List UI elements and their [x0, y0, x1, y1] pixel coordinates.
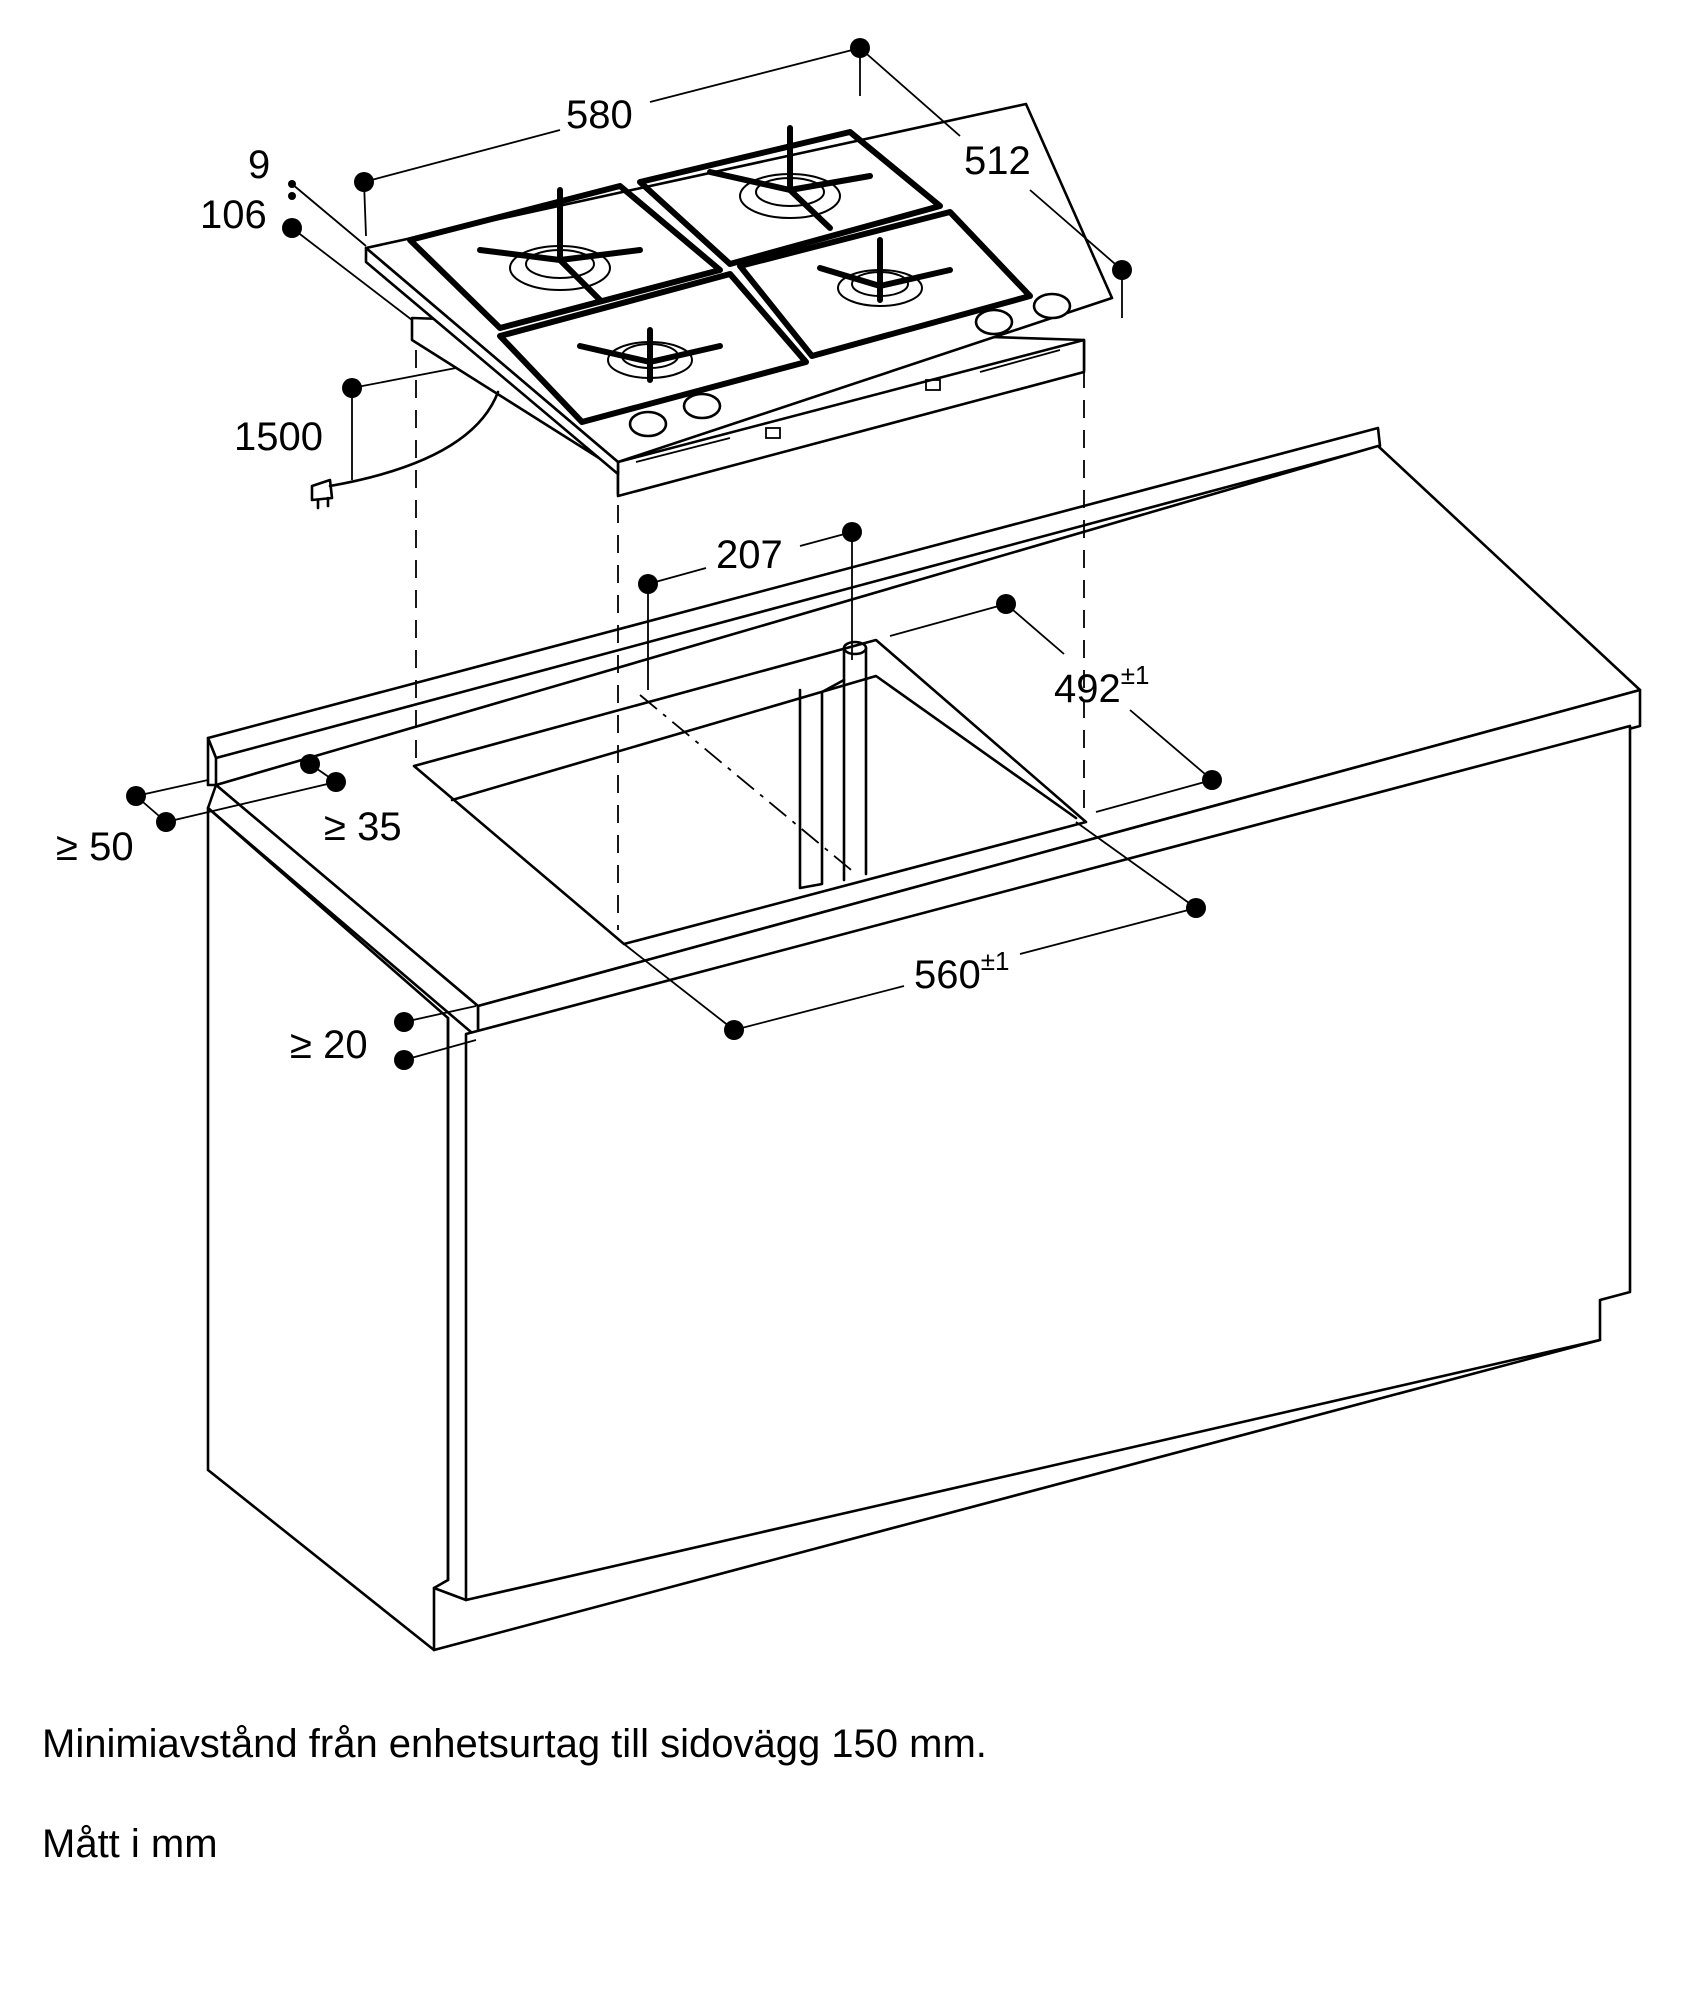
installation-diagram: 580 512 9 106 1500 207 492±1 560±1 ≥ 50 … [56, 38, 1642, 1652]
depth-label: 512 [964, 139, 1031, 183]
cabinet [206, 426, 1642, 1652]
units-note: Mått i mm [42, 1822, 218, 1866]
cutout-offset-label: 207 [716, 533, 783, 577]
cutout-depth-tolerance: ±1 [1121, 660, 1150, 690]
dimension-lines [135, 47, 1213, 1061]
cutout-depth-value: 492 [1054, 667, 1121, 711]
min-worktop-thickness-label: ≥ 20 [290, 1023, 368, 1067]
projection-lines [415, 320, 1085, 930]
cutout-width-tolerance: ±1 [981, 946, 1010, 976]
dimension-labels: 580 512 9 106 1500 207 492±1 560±1 ≥ 50 … [56, 93, 1149, 1067]
min-distance-note: Minimiavstånd från enhetsurtag till sido… [42, 1722, 987, 1766]
height-label: 106 [200, 193, 267, 237]
cutout-depth-label: 492±1 [1054, 660, 1149, 711]
glass-thickness-label: 9 [248, 143, 270, 187]
dimension-dots [126, 38, 1222, 1070]
width-label: 580 [566, 93, 633, 137]
min-wall-distance-label: ≥ 35 [324, 805, 402, 849]
cutout-width-value: 560 [914, 953, 981, 997]
cutout-width-label: 560±1 [914, 946, 1009, 997]
cable-length-label: 1500 [234, 415, 323, 459]
min-back-distance-label: ≥ 50 [56, 825, 134, 869]
cooktop [310, 102, 1114, 510]
